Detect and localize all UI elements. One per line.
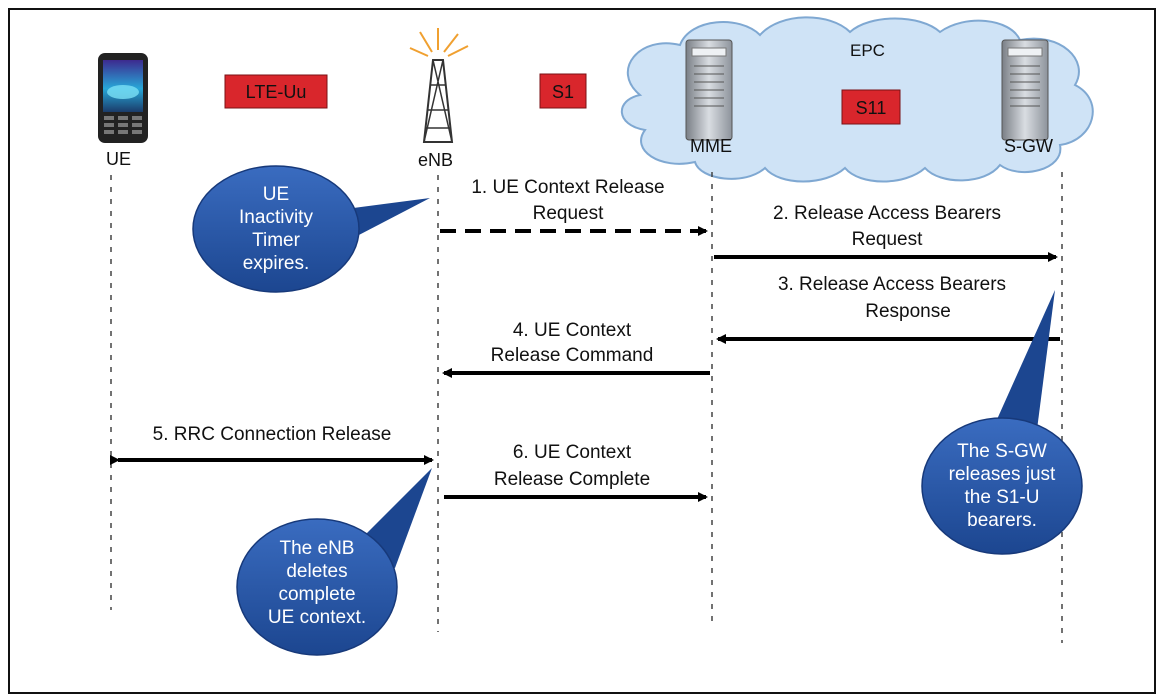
ue-label: UE [106,149,131,169]
svg-text:bearers.: bearers. [967,510,1037,531]
svg-text:releases just: releases just [949,464,1056,485]
msg1-label-line2: Request [533,203,604,224]
msg6-label-line1: 6. UE Context [513,442,632,463]
svg-text:Inactivity: Inactivity [239,207,313,228]
msg6-label-line2: Release Complete [494,469,650,490]
msg2-label-line1: 2. Release Access Bearers [773,203,1001,224]
msg1-label-line1: 1. UE Context Release [471,177,664,198]
svg-text:LTE-Uu: LTE-Uu [246,82,307,102]
msg5-label: 5. RRC Connection Release [153,424,392,445]
lte-uu-tag: LTE-Uu [224,74,328,109]
enb-label: eNB [418,150,453,170]
svg-text:S11: S11 [856,98,887,118]
lifelines [110,172,1063,643]
svg-text:UE: UE [263,184,289,205]
mme-label: MME [690,136,732,156]
sgw-label: S-GW [1004,136,1053,156]
msg2-label-line2: Request [852,229,923,250]
callout-enb-delete: The eNB deletes complete UE context. [236,468,432,656]
mobile-phone-icon [98,53,148,143]
sgw-server-icon [1001,39,1049,141]
s11-tag: S11 [841,89,901,125]
svg-text:The S-GW: The S-GW [957,441,1047,462]
msg4-label-line1: 4. UE Context [513,320,632,341]
svg-text:S1: S1 [552,82,574,102]
svg-text:expires.: expires. [243,253,310,274]
callout-inactivity-timer: UE Inactivity Timer expires. [192,165,430,293]
epc-label: EPC [850,41,885,60]
antenna-tower-icon [409,28,469,143]
svg-text:The eNB: The eNB [280,538,355,559]
callout-sgw-release: The S-GW releases just the S1-U bearers. [921,290,1083,555]
svg-text:the S1-U: the S1-U [965,487,1040,508]
svg-text:deletes: deletes [286,561,347,582]
msg3-label-line1: 3. Release Access Bearers [778,274,1006,295]
mme-server-icon [685,39,733,141]
s1-tag: S1 [539,73,587,109]
msg4-label-line2: Release Command [491,345,654,366]
svg-text:UE context.: UE context. [268,607,366,628]
svg-text:Timer: Timer [252,230,301,251]
msg3-label-line2: Response [865,301,951,322]
svg-text:complete: complete [278,584,355,605]
